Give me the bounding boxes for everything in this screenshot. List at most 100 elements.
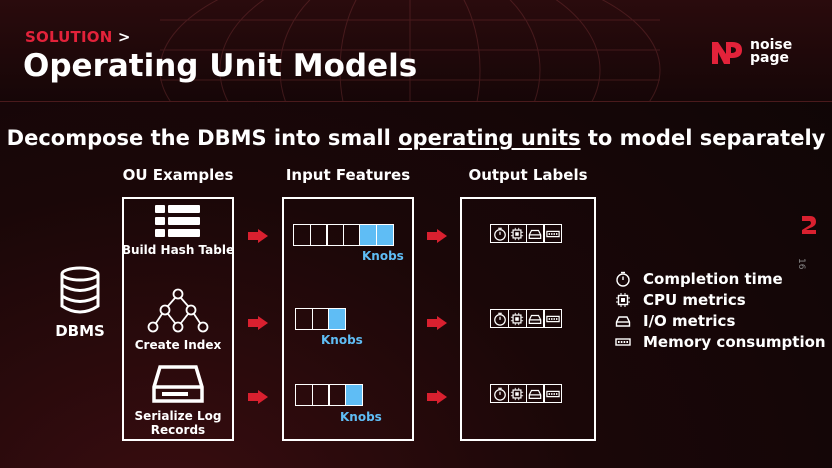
ou-item-serialize-log-records: Serialize Log Records bbox=[113, 363, 243, 437]
logo-line-2: page bbox=[750, 50, 789, 66]
legend-label: CPU metrics bbox=[643, 290, 746, 309]
feature-cell bbox=[311, 308, 330, 330]
output-label-cell bbox=[507, 384, 527, 403]
knob-feature-cell bbox=[344, 384, 363, 406]
stopwatch-icon bbox=[493, 312, 507, 326]
feature-cell bbox=[293, 224, 311, 246]
memory-icon bbox=[615, 334, 637, 350]
output-label-cell bbox=[525, 384, 545, 403]
kicker-separator: > bbox=[117, 28, 131, 46]
section-kicker: SOLUTION > bbox=[25, 28, 131, 46]
stopwatch-icon bbox=[615, 271, 637, 287]
output-label-cell bbox=[507, 309, 527, 328]
output-label-cell bbox=[525, 309, 545, 328]
noisepage-logo: noise page bbox=[710, 38, 792, 66]
feature-vector bbox=[293, 224, 394, 246]
legend-item: Completion time bbox=[615, 268, 826, 289]
output-label-cell bbox=[490, 309, 509, 328]
tree-index-icon bbox=[147, 288, 209, 333]
cpu-icon bbox=[615, 292, 637, 308]
stopwatch-icon bbox=[493, 227, 507, 241]
disk-icon bbox=[528, 227, 542, 241]
storage-drive-icon bbox=[152, 365, 204, 403]
hash-table-icon bbox=[155, 205, 200, 237]
output-label-cell bbox=[543, 224, 563, 243]
feature-cell bbox=[342, 224, 361, 246]
stopwatch-icon bbox=[493, 387, 507, 401]
dbms-label: DBMS bbox=[55, 322, 105, 340]
logo-line-1: noise bbox=[750, 37, 793, 53]
subtitle-part-1: Decompose the DBMS into small bbox=[6, 126, 399, 150]
legend-item: CPU metrics bbox=[615, 289, 826, 310]
output-labels-box bbox=[460, 197, 596, 441]
legend-label: Completion time bbox=[643, 269, 783, 288]
legend-item: Memory consumption bbox=[615, 331, 826, 352]
output-label-cell bbox=[543, 384, 563, 403]
feature-cell bbox=[311, 384, 330, 406]
feature-cell bbox=[326, 224, 344, 246]
input-features-box bbox=[282, 197, 414, 441]
disk-icon bbox=[528, 312, 542, 326]
feature-cell bbox=[328, 384, 346, 406]
output-label-cell bbox=[507, 224, 527, 243]
knobs-label: Knobs bbox=[340, 410, 382, 424]
output-label-cell bbox=[490, 224, 509, 243]
column-header-output-labels: Output Labels bbox=[468, 166, 588, 184]
feature-vector bbox=[295, 384, 363, 406]
memory-icon bbox=[546, 227, 560, 241]
ou-label: Build Hash Table bbox=[121, 243, 235, 257]
feature-vector bbox=[295, 308, 346, 330]
header-divider bbox=[0, 101, 832, 102]
cpu-icon bbox=[510, 312, 524, 326]
cpu-icon bbox=[510, 387, 524, 401]
logo-wordmark: noise page bbox=[750, 37, 793, 66]
knobs-label: Knobs bbox=[321, 333, 363, 347]
ou-label: Serialize Log Records bbox=[134, 409, 222, 437]
output-label-cell bbox=[525, 224, 545, 243]
legend-label: I/O metrics bbox=[643, 311, 736, 330]
page-number: 16 bbox=[796, 258, 806, 270]
slide-header: SOLUTION > Operating Unit Models noise p… bbox=[0, 0, 832, 102]
database-icon bbox=[60, 266, 100, 314]
disk-icon bbox=[615, 313, 637, 329]
ou-item-build-hash-table: Build Hash Table bbox=[113, 203, 243, 257]
knob-feature-cell bbox=[375, 224, 394, 246]
memory-icon bbox=[546, 312, 560, 326]
disk-icon bbox=[528, 387, 542, 401]
subtitle-emphasis: operating units bbox=[398, 126, 581, 150]
ou-examples-box bbox=[122, 197, 234, 441]
column-header-ou-examples: OU Examples bbox=[122, 166, 234, 184]
kicker-text: SOLUTION bbox=[25, 28, 113, 46]
output-legend: Completion time CPU metrics I/O metrics … bbox=[615, 268, 826, 352]
feature-cell bbox=[295, 308, 313, 330]
knob-feature-cell bbox=[328, 308, 346, 330]
arrow-icon bbox=[427, 229, 447, 243]
arrow-icon bbox=[248, 229, 268, 243]
column-header-input-features: Input Features bbox=[285, 166, 411, 184]
globe-grid-decoration bbox=[159, 0, 661, 102]
arrow-icon bbox=[248, 390, 268, 404]
output-label-vector bbox=[490, 384, 563, 403]
ou-item-create-index: Create Index bbox=[113, 288, 243, 352]
arrow-icon bbox=[427, 390, 447, 404]
output-label-cell bbox=[543, 309, 563, 328]
ou-label: Create Index bbox=[134, 338, 222, 352]
feature-cell bbox=[295, 384, 313, 406]
output-label-cell bbox=[490, 384, 509, 403]
memory-icon bbox=[546, 387, 560, 401]
feature-cell bbox=[309, 224, 328, 246]
noisepage-logo-icon bbox=[712, 42, 742, 64]
legend-label: Memory consumption bbox=[643, 332, 826, 351]
legend-item: I/O metrics bbox=[615, 310, 826, 331]
arrow-icon bbox=[248, 316, 268, 330]
carnegie-mark-icon bbox=[802, 216, 816, 234]
slide-subtitle: Decompose the DBMS into small operating … bbox=[0, 126, 832, 150]
output-label-vector bbox=[490, 309, 563, 328]
cpu-icon bbox=[510, 227, 524, 241]
arrow-icon bbox=[427, 316, 447, 330]
knobs-label: Knobs bbox=[362, 249, 404, 263]
dbms-block: DBMS bbox=[50, 266, 110, 340]
knob-feature-cell bbox=[359, 224, 377, 246]
output-label-vector bbox=[490, 224, 563, 243]
subtitle-part-2: to model separately bbox=[580, 126, 826, 150]
